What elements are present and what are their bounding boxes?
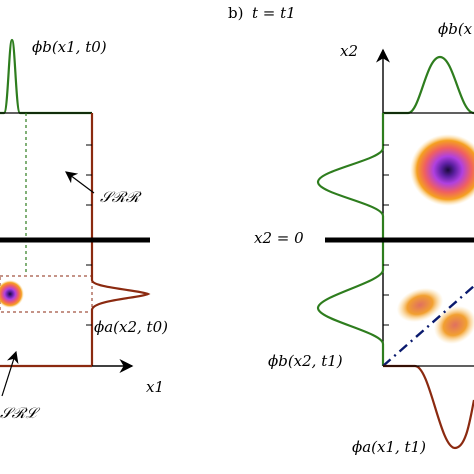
phi-b-t0-curve bbox=[0, 38, 92, 115]
srl-arrow bbox=[1, 350, 19, 397]
phi-b-x2-t1-curve bbox=[316, 113, 385, 366]
right-upper-wavepacket bbox=[410, 134, 474, 206]
red-dashed-box bbox=[0, 275, 93, 313]
right-lower-wavepacket-1 bbox=[396, 287, 444, 323]
x1-axis-label: x1 bbox=[146, 378, 165, 396]
srl-label: 𝒮ℛℒ bbox=[0, 404, 37, 422]
phi-b-t0-label: ϕb(x1, t0) bbox=[32, 38, 107, 56]
phi-b-t1-top bbox=[383, 55, 474, 115]
x2-zero-label: x2 = 0 bbox=[254, 229, 304, 247]
diagonal-dashdot bbox=[382, 285, 474, 367]
phi-b-t1-label: ϕb(x bbox=[438, 20, 473, 38]
phi-a-t1-label: ϕa(x1, t1) bbox=[352, 438, 426, 456]
phi-a-t1-curve bbox=[383, 364, 474, 450]
panel-b-time: t = t1 bbox=[252, 4, 296, 22]
srr-label: 𝒮ℛℛ bbox=[100, 188, 140, 206]
phi-a-t0-label: ϕa(x2, t0) bbox=[94, 318, 168, 336]
srr-arrow bbox=[65, 171, 95, 194]
panel-b-letter: b) bbox=[228, 4, 244, 22]
phi-b-x2-t1-label: ϕb(x2, t1) bbox=[268, 352, 343, 370]
right-lower-wavepacket-2 bbox=[433, 305, 474, 345]
x2-axis-label: x2 bbox=[340, 42, 359, 60]
left-wavepacket bbox=[0, 280, 24, 308]
phi-a-t0-curve bbox=[90, 113, 151, 366]
